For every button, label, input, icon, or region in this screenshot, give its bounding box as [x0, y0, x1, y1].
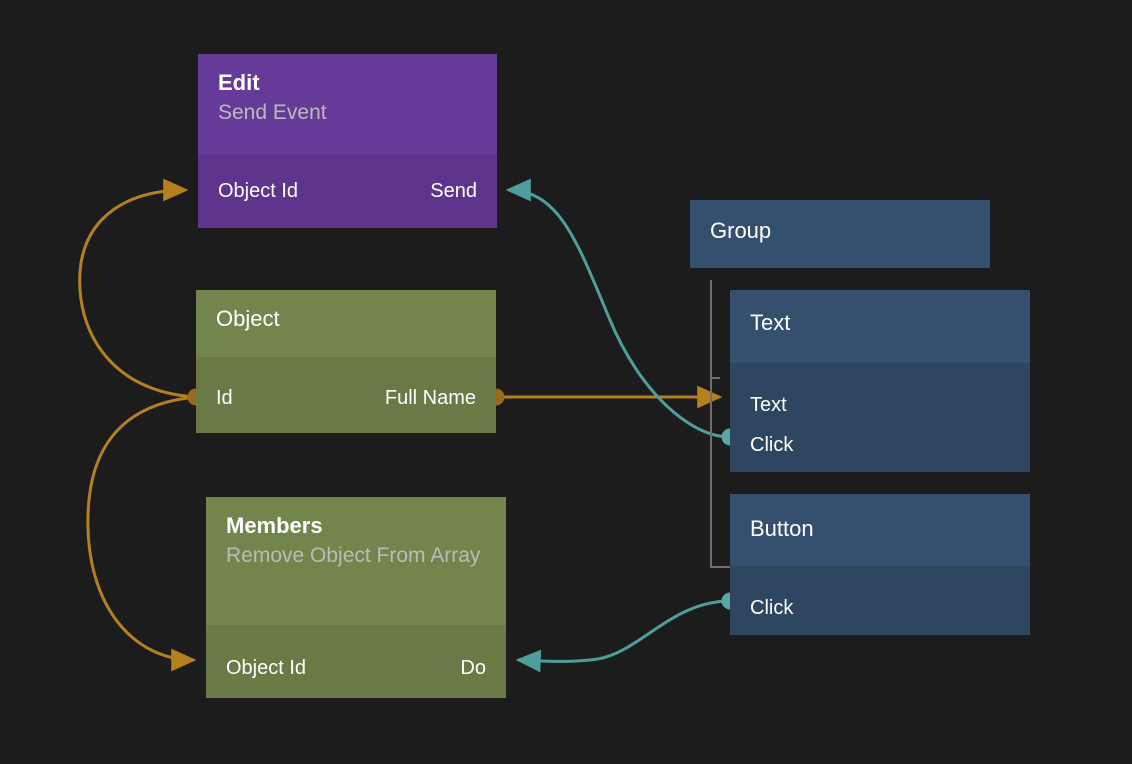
node-text-port-row-click: Click: [750, 425, 1010, 465]
node-group-title: Group: [710, 218, 772, 243]
node-edit-title: Edit: [218, 70, 260, 95]
node-members-title: Members: [226, 513, 323, 538]
node-members[interactable]: Members Remove Object From Array Object …: [206, 497, 506, 698]
node-group[interactable]: Group: [690, 200, 990, 268]
node-object[interactable]: Object Id Full Name: [196, 290, 496, 433]
node-members-header: Members Remove Object From Array: [206, 497, 506, 625]
node-text-header: Text: [730, 290, 1030, 363]
group-tree-vertical-line: [710, 280, 712, 568]
node-button-body: Click: [730, 566, 1030, 635]
port-text-text[interactable]: Text: [750, 393, 787, 416]
group-tree-branch-text: [710, 377, 720, 379]
port-edit-object-id[interactable]: Object Id: [218, 179, 299, 202]
port-members-object-id[interactable]: Object Id: [226, 656, 307, 679]
node-members-port-row: Object Id Do: [226, 648, 486, 688]
node-edit-body: Object Id Send: [198, 155, 497, 228]
port-text-click[interactable]: Click: [750, 433, 794, 456]
port-object-id[interactable]: Id: [216, 386, 233, 409]
node-button-port-row-click: Click: [750, 588, 1010, 628]
node-object-port-row: Id Full Name: [216, 378, 476, 418]
wire-object-id-to-edit-object-id: [78, 178, 197, 399]
node-text-port-row-text: Text: [750, 385, 1010, 425]
node-edit-header: Edit Send Event: [198, 54, 497, 155]
node-button-header: Button: [730, 494, 1030, 566]
node-text[interactable]: Text Text Click: [730, 290, 1030, 472]
port-edit-send[interactable]: Send: [430, 179, 477, 202]
node-object-header: Object: [196, 290, 496, 357]
node-edit[interactable]: Edit Send Event Object Id Send: [198, 54, 497, 228]
port-button-click[interactable]: Click: [750, 596, 794, 619]
node-object-title: Object: [216, 306, 280, 331]
group-tree-branch-button: [710, 566, 730, 568]
node-object-body: Id Full Name: [196, 357, 496, 433]
node-edit-subtitle: Send Event: [218, 100, 327, 124]
node-button[interactable]: Button Click: [730, 494, 1030, 635]
wire-object-id-to-members-object-id: [86, 395, 197, 672]
wire-button-click-to-members-do: [515, 599, 731, 673]
node-text-body: Text Click: [730, 363, 1030, 472]
port-members-do[interactable]: Do: [460, 656, 486, 679]
port-object-full-name[interactable]: Full Name: [384, 386, 476, 409]
node-button-title: Button: [750, 516, 814, 541]
node-group-header: Group: [690, 200, 990, 268]
node-members-body: Object Id Do: [206, 625, 506, 698]
node-members-subtitle: Remove Object From Array: [226, 543, 481, 567]
node-text-title: Text: [750, 310, 791, 335]
node-edit-port-row: Object Id Send: [218, 171, 477, 211]
